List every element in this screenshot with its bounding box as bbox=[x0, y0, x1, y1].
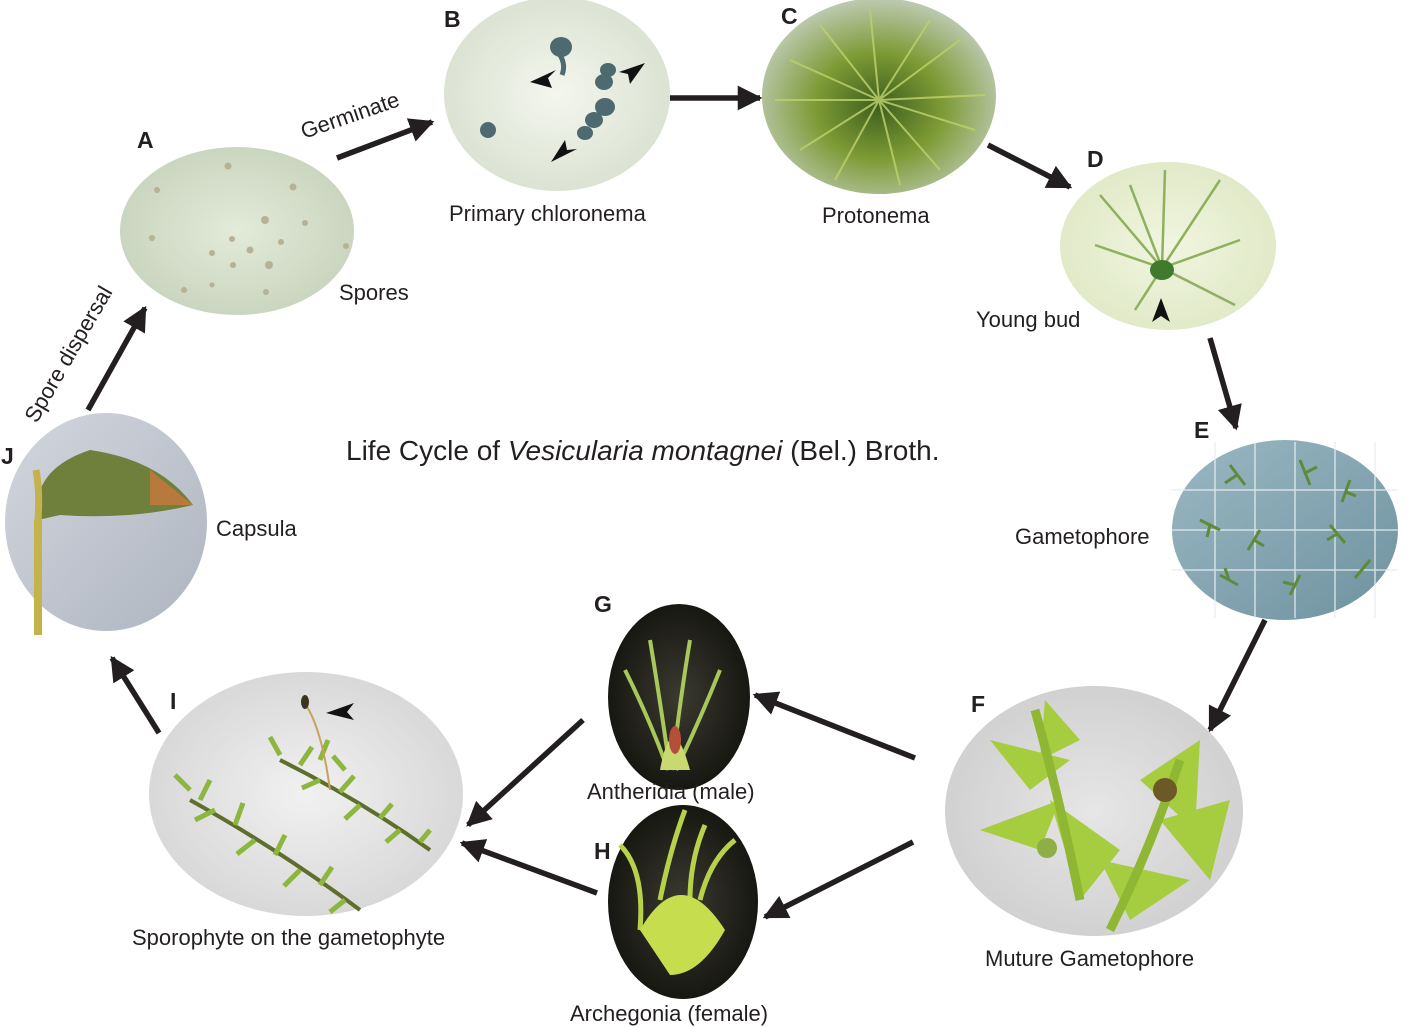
arrow-e-to-f bbox=[1207, 618, 1268, 733]
stage-letter-j: J bbox=[1, 443, 14, 469]
stage-letter-i: I bbox=[170, 688, 177, 714]
stage-label-protonema: Protonema bbox=[822, 203, 930, 228]
stage-letter-g: G bbox=[594, 591, 612, 617]
stage-letter-d: D bbox=[1087, 146, 1104, 172]
title-species: Vesicularia montagnei bbox=[507, 435, 783, 466]
arrow-f-to-h bbox=[762, 839, 915, 920]
photo-sporophyte bbox=[149, 672, 463, 916]
stage-label-gametophore: Gametophore bbox=[1015, 524, 1150, 549]
stage-label-primary-chloronema: Primary chloronema bbox=[449, 201, 646, 226]
arrow-a-to-b bbox=[336, 118, 435, 161]
stage-label-capsula: Capsula bbox=[216, 516, 297, 541]
cycle-arrows bbox=[85, 85, 1268, 920]
stage-letter-b: B bbox=[444, 6, 461, 32]
diagram-title: Life Cycle of Vesicularia montagnei (Bel… bbox=[346, 437, 939, 465]
stage-label-sporophyte: Sporophyte on the gametophyte bbox=[132, 925, 446, 950]
stage-letter-c: C bbox=[781, 3, 798, 29]
stage-letter-a: A bbox=[137, 127, 154, 153]
arrow-g-to-i bbox=[466, 717, 585, 828]
photo-protonema bbox=[762, 0, 996, 194]
arrow-h-to-i bbox=[459, 839, 598, 896]
photo-gametophore bbox=[1172, 440, 1398, 620]
stage-label-antheridia: Antheridia (male) bbox=[587, 779, 755, 804]
arrow-c-to-d bbox=[986, 142, 1073, 190]
photo-young-bud bbox=[1060, 162, 1276, 330]
arrow-i-to-j bbox=[109, 655, 162, 735]
arrow-d-to-e bbox=[1207, 337, 1242, 431]
stage-letter-h: H bbox=[594, 838, 611, 864]
stage-label-archegonia: Archegonia (female) bbox=[570, 1001, 769, 1026]
photo-spores bbox=[120, 147, 354, 315]
photo-archegonia bbox=[608, 805, 758, 999]
stage-letter-f: F bbox=[971, 691, 986, 717]
stage-letter-e: E bbox=[1194, 417, 1210, 443]
photo-antheridia bbox=[608, 604, 750, 790]
stage-label-mature-gametophore: Muture Gametophore bbox=[985, 946, 1195, 971]
photo-capsula bbox=[5, 413, 207, 635]
title-suffix: (Bel.) Broth. bbox=[782, 435, 940, 466]
stage-label-spores: Spores bbox=[339, 280, 409, 305]
arrow-f-to-g bbox=[752, 691, 917, 761]
title-prefix: Life Cycle of bbox=[346, 435, 508, 466]
stage-label-young-bud: Young bud bbox=[976, 307, 1081, 332]
photo-mature-gametophore bbox=[945, 686, 1243, 936]
arrow-j-to-a bbox=[85, 305, 148, 412]
photo-primary-chloronema bbox=[444, 0, 670, 191]
